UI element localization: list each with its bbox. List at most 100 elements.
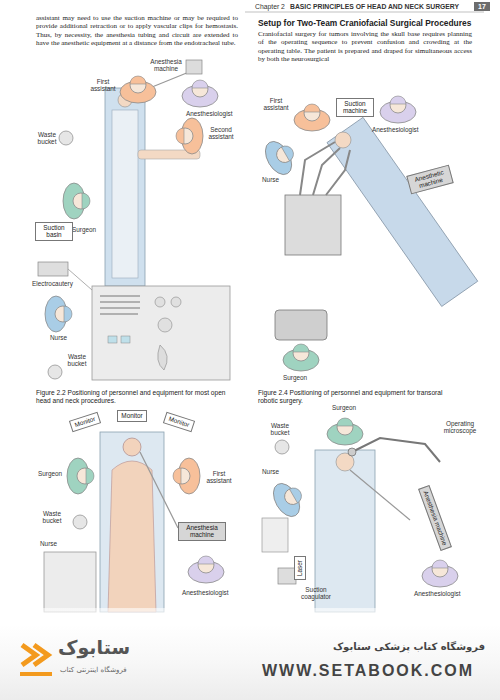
person-label: Nurse	[262, 176, 279, 183]
microscope-arm	[352, 438, 440, 462]
person-label: Surgeon	[283, 374, 307, 381]
robot-cart	[285, 195, 341, 255]
kidney-dish	[158, 345, 167, 370]
patient-head	[123, 438, 141, 456]
patient-torso	[108, 461, 156, 612]
instrument	[100, 295, 140, 296]
person-figure	[327, 418, 363, 445]
waste-bucket	[73, 515, 87, 529]
tray	[121, 336, 130, 343]
person-label: First assistant	[203, 470, 235, 484]
chapter-label: Chapter 2	[255, 3, 285, 10]
box-text: Anesthetic machine	[411, 168, 449, 191]
monitor-box: Monitor	[163, 412, 195, 433]
box-text: Suction machine	[340, 100, 370, 114]
box-text: Monitor	[121, 412, 143, 419]
operating-table	[327, 117, 478, 306]
equipment-label: Suction coagulator	[298, 586, 334, 600]
person-label: Surgeon	[332, 404, 356, 411]
page-number: 17	[474, 2, 490, 11]
equipment-label: Waste bucket	[34, 131, 60, 145]
equipment-box: Suction basin	[35, 222, 73, 241]
waste-bucket	[59, 131, 73, 145]
anesthesia-tubing	[350, 470, 410, 520]
instrument-tray	[262, 518, 288, 552]
person-figure	[294, 104, 330, 131]
equipment-label: Waste bucket	[266, 422, 294, 436]
person-figure	[176, 118, 203, 154]
instruments	[100, 296, 140, 314]
person-label: Anesthesiologist	[372, 126, 419, 133]
person-label: Anesthesiologist	[186, 110, 233, 117]
person-figure	[120, 76, 156, 103]
person-figure	[188, 556, 224, 583]
anesthesia-tubing	[140, 452, 178, 528]
waste-bucket	[275, 440, 289, 454]
waste-bucket	[48, 365, 62, 379]
instrument	[100, 307, 140, 308]
person-figure	[63, 183, 90, 219]
box-text: Laser	[296, 560, 303, 576]
chapter-title: BASIC PRINCIPLES OF HEAD AND NECK SURGER…	[290, 3, 459, 10]
robot-arm	[313, 148, 340, 195]
equipment-box: Anesthesia machine	[178, 522, 226, 541]
equipment-label: Operating microscope	[440, 420, 480, 434]
person-label: Anesthesiologist	[414, 590, 461, 597]
person-figure	[422, 560, 458, 587]
person-figure	[45, 296, 72, 332]
header-rule	[245, 12, 484, 13]
body-text: Craniofacial surgery for tumors involvin…	[258, 30, 472, 64]
equipment-box: Anesthetic machine	[406, 165, 453, 195]
figure-caption: Figure 2.2 Positioning of personnel and …	[36, 389, 236, 405]
person-label: Surgeon	[72, 226, 96, 233]
person-figure	[173, 458, 200, 494]
person-label: Nurse	[262, 468, 279, 475]
robot-arm	[300, 142, 335, 195]
box-text: Monitor	[73, 415, 96, 429]
person-figure	[182, 80, 218, 107]
microscope-head	[348, 448, 356, 456]
person-label: Surgeon	[38, 470, 62, 477]
electrocautery-unit	[38, 262, 68, 276]
person-label: Nurse	[50, 334, 67, 341]
tray	[108, 336, 117, 343]
person-label: Second assistant	[205, 126, 237, 140]
website-url: WWW.SETABOOK.COM	[262, 662, 474, 680]
instrument-table	[92, 286, 230, 380]
logo-subtitle: فروشگاه اینترنتی کتاب	[60, 666, 127, 674]
equipment-box: Suction machine	[336, 98, 374, 117]
box-text: Anesthesia machine	[422, 489, 448, 546]
person-figure	[260, 134, 301, 179]
operating-table	[105, 88, 145, 286]
person-figure	[67, 458, 94, 494]
section-heading: Setup for Two-Team Craniofacial Surgical…	[258, 18, 472, 28]
equipment-label: Anesthesia machine	[148, 58, 184, 72]
person-figure	[380, 96, 416, 123]
box-text: Suction basin	[39, 224, 69, 238]
patient-drape	[112, 110, 138, 278]
person-figure	[283, 344, 319, 371]
basin	[158, 318, 172, 332]
equipment-box: Laser	[294, 556, 306, 580]
figure-caption: Figure 2.4 Positioning of personnel and …	[258, 389, 463, 405]
person-label: First assistant	[88, 78, 118, 92]
person-figure	[268, 476, 309, 521]
monitor-box: Monitor	[69, 412, 101, 433]
equipment-box: Anesthesia machine	[418, 485, 452, 551]
person-label: Anesthesiologist	[182, 589, 229, 596]
monitor-box: Monitor	[117, 410, 147, 422]
instrument-table	[44, 552, 96, 612]
surgeon-console	[275, 310, 327, 340]
instrument	[100, 301, 140, 302]
logo-bar	[20, 672, 52, 676]
box-text: Monitor	[168, 415, 191, 429]
logo-chevron	[34, 645, 48, 665]
store-name: فروشگاه کتاب پزشکی ستابوک	[290, 641, 485, 652]
robot-arms	[300, 142, 350, 195]
anesthesia-machine	[186, 60, 202, 74]
logo-text: ستابوک	[58, 636, 130, 658]
body-text: assistant may need to use the suction ma…	[36, 14, 238, 48]
equipment-label: Waste bucket	[64, 353, 90, 367]
operating-table	[100, 432, 164, 612]
equipment-label: Electrocautery	[32, 280, 73, 287]
